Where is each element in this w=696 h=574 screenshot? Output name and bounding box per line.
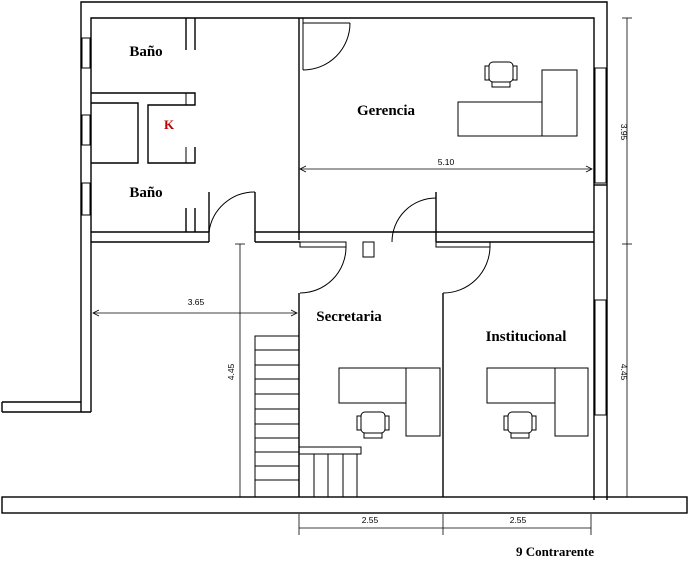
dim-label-gerencia-width: 5.10	[438, 157, 455, 167]
vertical-walls	[208, 18, 444, 497]
room-label-institucional: Institucional	[486, 329, 567, 345]
kitchen-marker: K	[164, 117, 175, 132]
plan-caption: 9 Contrarente	[516, 544, 594, 559]
dim-label-right-lower-height: 4.45	[619, 364, 629, 381]
chair-icon	[356, 411, 390, 439]
bathroom-walls	[91, 18, 196, 232]
staircase	[254, 335, 362, 498]
dimension-lines	[92, 17, 632, 535]
dim-label-hall-width: 3.65	[188, 297, 205, 307]
mid-wall	[91, 231, 594, 258]
dim-label-hall-height: 4.45	[226, 363, 236, 380]
room-label-secretaria: Secretaria	[316, 309, 382, 325]
dim-label-secretaria-width: 2.55	[362, 515, 379, 525]
left-windows	[81, 37, 91, 216]
gerencia-furniture	[457, 61, 578, 137]
room-label-gerencia: Gerencia	[357, 103, 416, 119]
dim-label-gerencia-height: 3.95	[619, 124, 629, 141]
door-swings	[208, 22, 491, 294]
room-label-bano-top: Baño	[129, 44, 162, 60]
outer-walls	[1, 1, 688, 514]
institucional-furniture	[486, 367, 589, 439]
right-windows	[594, 67, 607, 416]
chair-icon	[503, 411, 537, 439]
room-label-bano-bottom: Baño	[129, 185, 162, 201]
chair-icon	[484, 61, 518, 88]
secretaria-furniture	[338, 367, 441, 439]
dim-label-institucional-width: 2.55	[510, 515, 527, 525]
